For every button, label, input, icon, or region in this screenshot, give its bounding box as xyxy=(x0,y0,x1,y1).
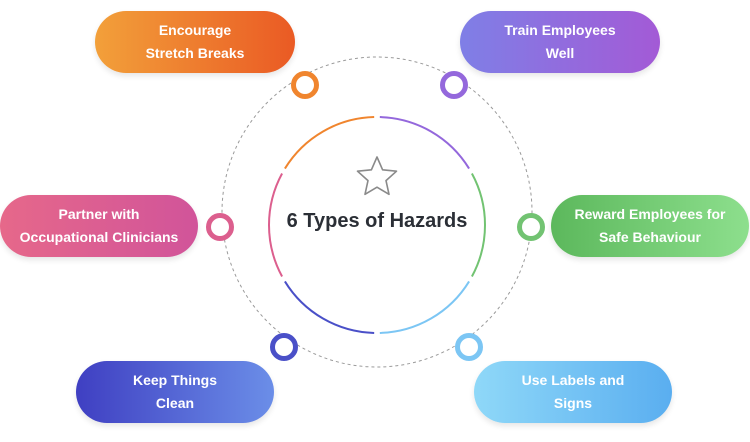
item-line: Use Labels and xyxy=(521,372,625,388)
connector-dot xyxy=(517,213,545,241)
star-icon xyxy=(352,152,402,207)
item-line: Reward Employees for xyxy=(574,206,726,222)
item-line: Encourage xyxy=(158,22,232,38)
item-line: Stretch Breaks xyxy=(145,45,245,61)
inner-arc-encourage-stretch-breaks xyxy=(284,116,375,170)
item-line: Safe Behaviour xyxy=(599,229,701,245)
connector-dot xyxy=(440,71,468,99)
item-line: Keep Things xyxy=(132,372,217,388)
item-line: Well xyxy=(545,45,575,61)
item-line: Partner with xyxy=(58,206,140,222)
hub-title: 6 Types of Hazards xyxy=(286,210,468,232)
item-line: Train Employees xyxy=(504,22,616,38)
connector-dot xyxy=(270,333,298,361)
outer-dashed-ring xyxy=(221,56,533,368)
item-line: Signs xyxy=(553,395,593,411)
inner-arc-reward-employees xyxy=(471,172,486,278)
item-line: Clean xyxy=(155,395,195,411)
inner-color-ring xyxy=(268,116,486,334)
inner-arc-use-labels-and-signs xyxy=(379,280,470,334)
connector-dot xyxy=(291,71,319,99)
inner-arc-train-employees-well xyxy=(379,116,470,170)
connector-dot xyxy=(206,213,234,241)
inner-arc-partner-with-occupational-clinicians xyxy=(268,172,283,278)
item-line: Occupational Clinicians xyxy=(19,229,179,245)
inner-arc-keep-things-clean xyxy=(284,280,375,334)
connector-dot xyxy=(455,333,483,361)
